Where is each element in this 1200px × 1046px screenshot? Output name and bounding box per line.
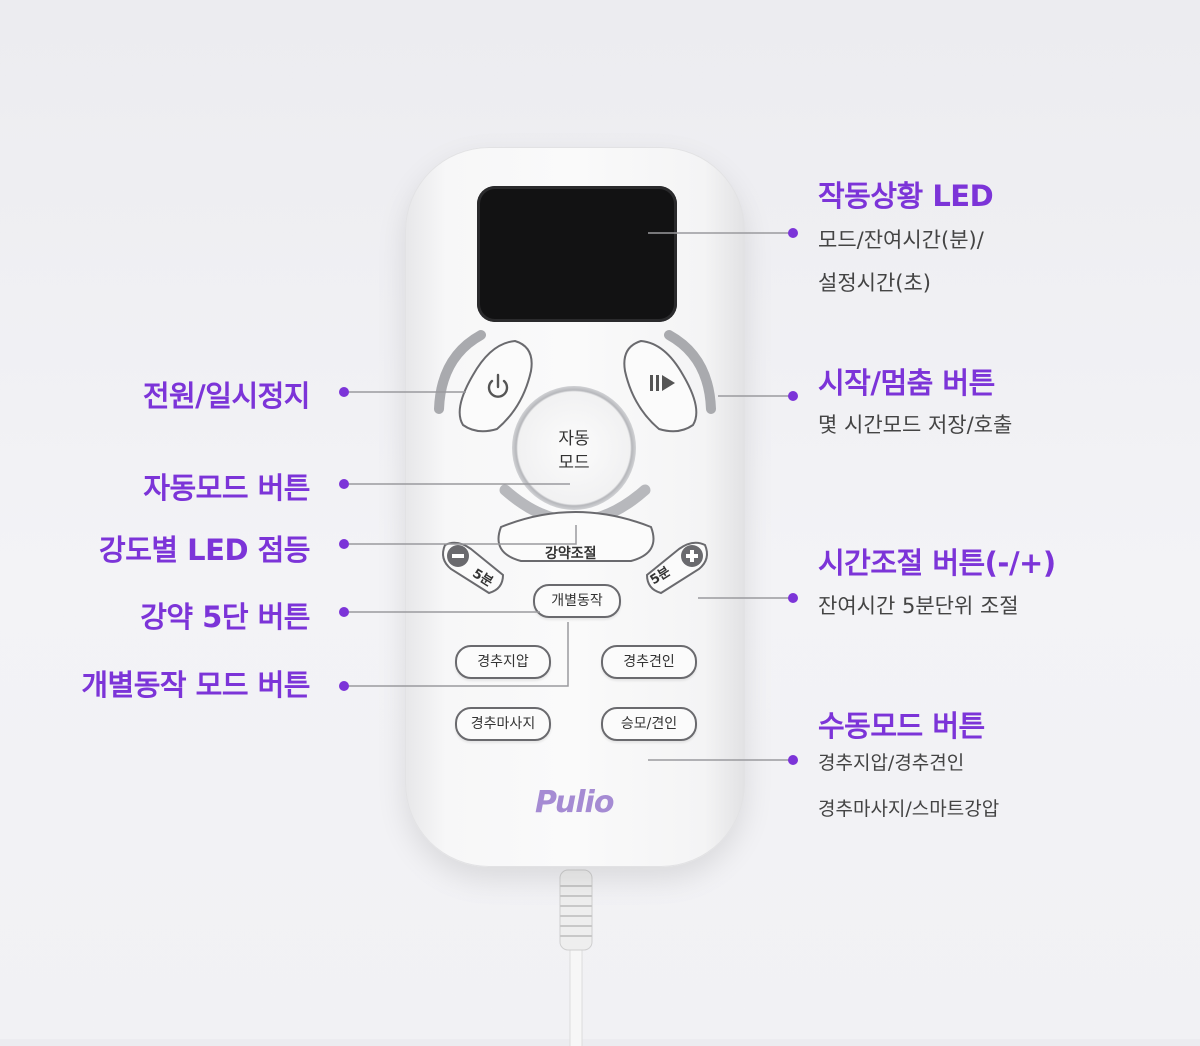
label-status-led: 작동상황 LED — [818, 179, 994, 213]
brand-logo: Pulio — [535, 785, 614, 820]
remote-control: 자동 모드 강약조절 5분 5분 개별동작 경추지압 경추견인 경추마사지 승 — [405, 147, 745, 867]
label-manual-mode-sub-1: 경추지압/경추견인 — [818, 752, 965, 774]
minus-icon — [447, 545, 469, 567]
label-manual-mode-sub-2: 경추마사지/스마트강압 — [818, 798, 1000, 820]
power-pause-button[interactable] — [457, 337, 539, 437]
cervical-massage-button[interactable]: 경추마사지 — [455, 707, 551, 741]
label-manual-mode: 수동모드 버튼 — [818, 709, 985, 743]
start-stop-button[interactable] — [617, 337, 699, 437]
remote-cable — [559, 869, 593, 1046]
label-status-led-sub-2: 설정시간(초) — [818, 271, 931, 295]
plus-icon — [681, 545, 703, 567]
label-status-led-sub-1: 모드/잔여시간(분)/ — [818, 228, 984, 252]
auto-mode-label-line2: 모드 — [558, 453, 590, 473]
lift-traction-button[interactable]: 승모/견인 — [601, 707, 697, 741]
cervical-pressure-button[interactable]: 경추지압 — [455, 645, 551, 679]
label-start-stop: 시작/멈춤 버튼 — [818, 366, 995, 400]
cervical-traction-button[interactable]: 경추견인 — [601, 645, 697, 679]
time-plus-button[interactable]: 5분 — [641, 537, 713, 597]
individual-mode-button[interactable]: 개별동작 — [533, 584, 621, 618]
power-icon — [487, 373, 509, 398]
label-auto-mode: 자동모드 버튼 — [143, 471, 310, 505]
play-pause-icon — [650, 375, 675, 391]
label-intensity-buttons: 강약 5단 버튼 — [140, 600, 310, 634]
label-time-adjust-sub: 잔여시간 5분단위 조절 — [818, 594, 1019, 618]
label-intensity-led: 강도별 LED 점등 — [99, 533, 310, 567]
label-power-pause: 전원/일시정지 — [142, 379, 311, 413]
intensity-button-label[interactable]: 강약조절 — [545, 546, 597, 562]
label-individual-mode: 개별동작 모드 버튼 — [81, 668, 310, 702]
status-led-screen — [477, 186, 677, 322]
auto-mode-label-line1: 자동 — [558, 429, 590, 449]
label-start-stop-sub: 몇 시간모드 저장/호출 — [818, 413, 1013, 437]
label-time-adjust: 시간조절 버튼(-/+) — [818, 546, 1056, 580]
auto-mode-button[interactable]: 자동 모드 — [512, 386, 636, 510]
time-minus-button[interactable]: 5분 — [437, 537, 509, 597]
